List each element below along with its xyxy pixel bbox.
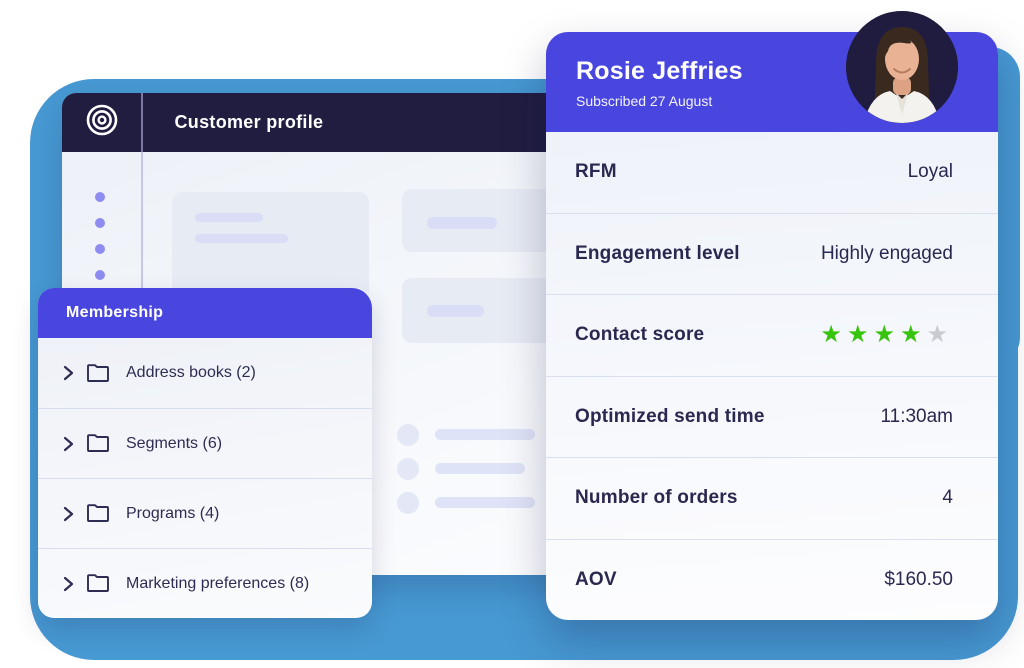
membership-item-label: Address books (2) — [126, 364, 256, 381]
profile-name: Rosie Jeffries — [576, 57, 743, 85]
row-value: 4 — [942, 487, 953, 509]
profile-row-contact-score: Contact score ★★★★★ — [546, 294, 998, 376]
membership-item-label: Segments (6) — [126, 434, 223, 452]
row-label: Contact score — [575, 324, 705, 346]
sidebar-nav-dot[interactable] — [95, 218, 105, 228]
skeleton-list-dot — [397, 458, 419, 480]
profile-card-body: RFM Loyal Engagement level Highly engage… — [546, 132, 998, 620]
skeleton-text-bar — [427, 305, 484, 317]
sidebar-nav-dot[interactable] — [95, 244, 105, 254]
star-rating: ★★★★★ — [820, 323, 953, 347]
avatar — [846, 11, 958, 123]
skeleton-list-dot — [397, 424, 419, 446]
app-logo[interactable] — [62, 93, 141, 152]
chevron-right-icon — [62, 506, 75, 522]
filled-stars-icon: ★★★★ — [820, 321, 927, 349]
window-title: Customer profile — [174, 112, 324, 132]
row-label: Optimized send time — [575, 405, 765, 427]
skeleton-list-bar — [435, 463, 525, 474]
sidebar-nav-dot[interactable] — [95, 270, 105, 280]
row-label: Number of orders — [575, 487, 738, 509]
row-value: 11:30am — [880, 405, 953, 427]
profile-row-rfm: RFM Loyal — [546, 132, 998, 213]
folder-icon — [86, 434, 110, 453]
skeleton-text-bar — [195, 213, 263, 222]
profile-row-aov: AOV $160.50 — [546, 538, 998, 621]
chevron-right-icon — [62, 436, 75, 452]
membership-header: Membership — [38, 288, 372, 338]
sidebar-nav-dot[interactable] — [95, 192, 105, 202]
membership-item-segments[interactable]: Segments (6) — [38, 408, 372, 478]
membership-item-label: Programs (4) — [126, 504, 220, 522]
skeleton-text-bar — [427, 217, 497, 229]
folder-icon — [86, 574, 110, 593]
empty-star-icon: ★ — [926, 321, 953, 349]
folder-icon — [86, 504, 110, 523]
skeleton-list-dot — [397, 492, 419, 514]
folder-icon — [86, 363, 110, 383]
chevron-right-icon — [62, 365, 75, 381]
bullseye-icon — [85, 103, 119, 142]
row-label: Engagement level — [575, 242, 740, 264]
membership-item-label: Marketing preferences (8) — [126, 574, 310, 592]
membership-title: Membership — [66, 304, 164, 321]
row-value: Highly engaged — [820, 242, 953, 264]
window-header: Customer profile — [62, 93, 600, 152]
membership-item-marketing-preferences[interactable]: Marketing preferences (8) — [38, 548, 372, 618]
profile-subscribed-date: Subscribed 27 August — [576, 93, 713, 109]
row-label: RFM — [575, 161, 617, 183]
row-value: $160.50 — [884, 568, 953, 590]
chevron-right-icon — [62, 576, 75, 592]
profile-row-number-of-orders: Number of orders 4 — [546, 457, 998, 539]
skeleton-text-bar — [195, 234, 288, 243]
skeleton-list-bar — [435, 497, 535, 508]
row-label: AOV — [575, 568, 617, 590]
membership-item-programs[interactable]: Programs (4) — [38, 478, 372, 548]
profile-card: Rosie Jeffries Subscribed 27 August RFM … — [546, 32, 998, 620]
skeleton-list-bar — [435, 429, 535, 440]
header-divider — [141, 93, 143, 152]
profile-row-optimized-send-time: Optimized send time 11:30am — [546, 375, 998, 458]
membership-panel: Membership Address books (2) Segments (6… — [38, 288, 372, 618]
profile-row-engagement-level: Engagement level Highly engaged — [546, 212, 998, 295]
membership-item-address-books[interactable]: Address books (2) — [38, 338, 372, 408]
row-value: Loyal — [907, 161, 953, 183]
